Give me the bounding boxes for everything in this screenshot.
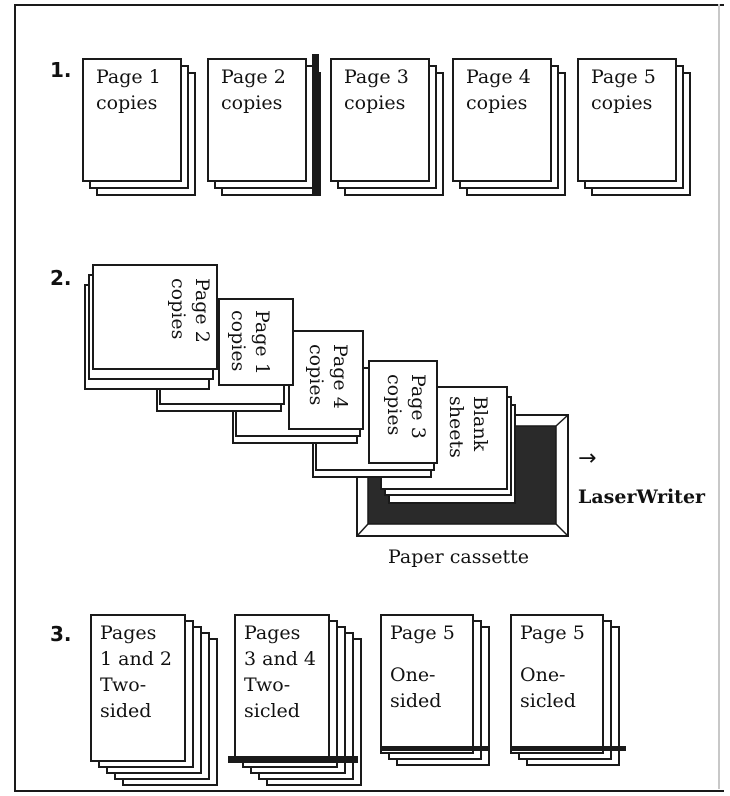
page-label: Page 5: [520, 622, 585, 644]
stack-base-bar: [380, 746, 490, 751]
rotated-stack-label: Page 2 copies: [166, 278, 214, 343]
page-label: Page 3: [407, 374, 429, 439]
step-1-number: 1.: [50, 58, 72, 82]
rotated-stack-label: Page 4 copies: [304, 344, 352, 409]
rotated-stack-label: Page 3 copies: [382, 374, 430, 439]
stack-sheet-front: [218, 298, 294, 386]
copies-label: copies: [383, 374, 405, 436]
sidedness-label-2: sided: [100, 700, 152, 722]
sidedness-label: Two-: [100, 674, 147, 696]
pages-label: Pages: [244, 622, 301, 644]
step-2-number: 2.: [50, 266, 72, 290]
stack-sheet-front: Page 3 copies: [330, 58, 430, 182]
stack-base-bar: [510, 746, 626, 751]
sidedness-label-2: sided: [390, 690, 442, 712]
step-3-number: 3.: [50, 622, 72, 646]
sidedness-label-2: sicled: [244, 700, 300, 722]
page-label: Page 4: [466, 66, 531, 88]
copies-label: copies: [305, 344, 327, 406]
stack-sheet-front: Page 1 copies: [82, 58, 182, 182]
stack-sheet-front: Page 5 copies: [577, 58, 677, 182]
sheets-label: sheets: [445, 396, 467, 458]
stack-sheet-front: Pages 1 and 2 Two- sided: [90, 614, 186, 762]
copies-label: copies: [167, 278, 189, 340]
diagram-frame: [14, 4, 724, 792]
stack-sheet-front: [368, 360, 438, 464]
page-label: Page 3: [344, 66, 409, 88]
arrow-right-icon: →: [578, 446, 597, 471]
blank-label: Blank: [469, 396, 491, 452]
copies-label: copies: [221, 92, 283, 114]
laserwriter-label: LaserWriter: [578, 486, 706, 508]
copies-label: copies: [227, 310, 249, 372]
frame-right-edge: [718, 4, 720, 789]
stack-sheet-front: [288, 330, 364, 430]
stack-divider-bar: [312, 54, 319, 196]
stack-sheet-front: Page 2 copies: [207, 58, 307, 182]
paper-cassette-label: Paper cassette: [388, 546, 530, 568]
page-label: Page 5: [591, 66, 656, 88]
sidedness-label-2: sicled: [520, 690, 576, 712]
stack-sheet-front: Pages 3 and 4 Two- sicled: [234, 614, 330, 762]
copies-label: copies: [466, 92, 528, 114]
page-label: Page 5: [390, 622, 455, 644]
copies-label: copies: [344, 92, 406, 114]
stack-sheet-front: [92, 264, 218, 370]
stack-sheet-front: Page 5 One- sided: [380, 614, 474, 754]
rotated-stack-label: Blank sheets: [444, 396, 492, 458]
pages-range-label: 1 and 2: [100, 648, 172, 670]
page-label: Page 1: [251, 310, 273, 375]
sidedness-label: One-: [390, 664, 436, 686]
stack-base-bar: [228, 756, 358, 763]
stack-sheet-front: Page 5 One- sicled: [510, 614, 604, 754]
page-label: Page 2: [191, 278, 213, 343]
copies-label: copies: [591, 92, 653, 114]
sidedness-label: Two-: [244, 674, 291, 696]
pages-range-label: 3 and 4: [244, 648, 316, 670]
sidedness-label: One-: [520, 664, 566, 686]
page-label: Page 1: [96, 66, 161, 88]
page-label: Page 2: [221, 66, 286, 88]
pages-label: Pages: [100, 622, 157, 644]
stack-sheet-front: Page 4 copies: [452, 58, 552, 182]
copies-label: copies: [96, 92, 158, 114]
page-label: Page 4: [329, 344, 351, 409]
rotated-stack-label: Page 1 copies: [226, 310, 274, 375]
